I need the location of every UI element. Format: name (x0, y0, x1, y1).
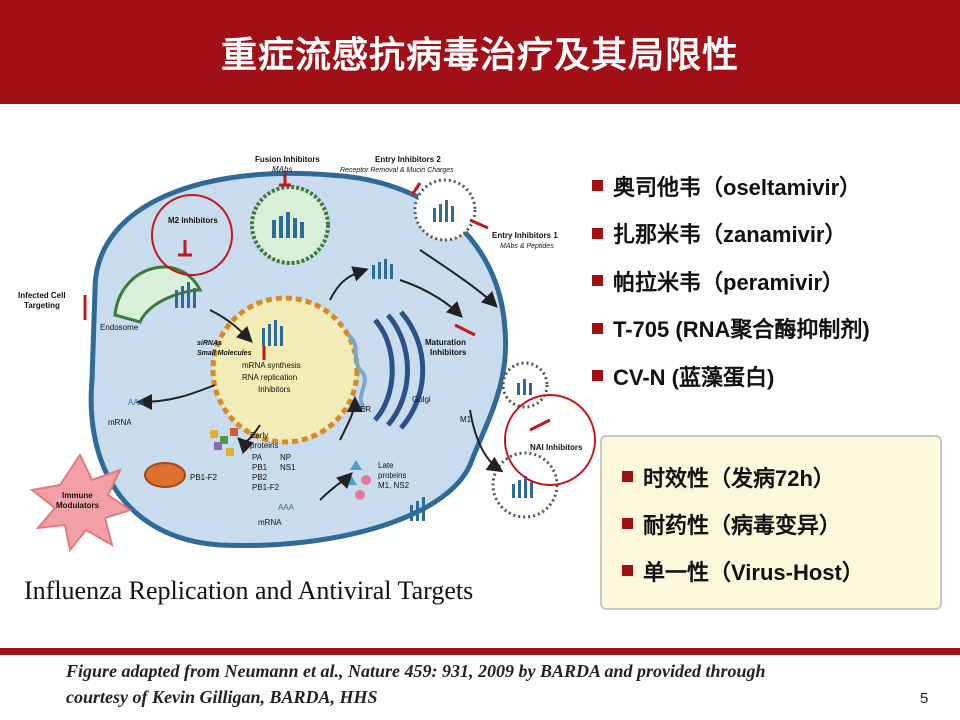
label-aaa-top: AAA (128, 398, 145, 407)
label-early-np: NP (280, 453, 291, 462)
drug-item: 奥司他韦（oseltamivir） (592, 162, 960, 210)
label-rna-inhibitors: Inhibitors (258, 385, 290, 394)
mitochondrion (144, 462, 186, 488)
square-bullet-icon (622, 518, 633, 529)
label-entry-1: Entry Inhibitors 1 (492, 231, 558, 240)
square-bullet-icon (622, 471, 633, 482)
label-early-pb1f2: PB1-F2 (252, 483, 280, 492)
influenza-replication-diagram: Fusion Inhibitors MAbs Entry Inhibitors … (18, 155, 596, 553)
title-bar: 重症流感抗病毒治疗及其局限性 (0, 0, 960, 104)
figure-citation: Figure adapted from Neumann et al., Natu… (66, 658, 926, 710)
label-infected-cell-2: Targeting (24, 301, 60, 310)
label-mrna-bottom: mRNA (258, 518, 282, 527)
label-mrna-left: mRNA (108, 418, 132, 427)
influenza-figure: Fusion Inhibitors MAbs Entry Inhibitors … (0, 140, 600, 620)
slide-title: 重症流感抗病毒治疗及其局限性 (220, 35, 739, 76)
inhibitor-marks (83, 173, 551, 432)
square-bullet-icon (622, 565, 633, 576)
label-early-pb1: PB1 (252, 463, 268, 472)
label-late-1: Late (378, 461, 394, 470)
label-infected-cell-1: Infected Cell (18, 291, 66, 300)
label-sirnas: siRNAs (197, 340, 222, 347)
label-er: ER (360, 405, 371, 414)
limitation-label: 单一性（Virus-Host） (643, 559, 864, 585)
footer-divider (0, 648, 960, 655)
label-entry-2: Entry Inhibitors 2 (375, 155, 441, 164)
m2-inhibitor-ring (151, 194, 233, 276)
limitation-label: 耐药性（病毒变异） (643, 512, 842, 538)
label-maturation-2: Inhibitors (430, 348, 467, 357)
label-early-2: proteins (250, 441, 278, 450)
citation-line-2: courtesy of Kevin Gilligan, BARDA, HHS (66, 687, 378, 707)
rna-segments (175, 259, 425, 521)
figure-caption: Influenza Replication and Antiviral Targ… (24, 576, 474, 605)
label-small-molecules: Small Molecules (197, 350, 252, 357)
virion-top (250, 185, 330, 265)
limitation-item: 耐药性（病毒变异） (622, 500, 940, 547)
drug-item: CV-N (蓝藻蛋白) (592, 352, 960, 400)
label-maturation-1: Maturation (425, 338, 466, 347)
early-proteins-cluster (210, 428, 238, 456)
drug-list: 奥司他韦（oseltamivir） 扎那米韦（zanamivir） 帕拉米韦（p… (592, 162, 960, 400)
citation-line-1: Figure adapted from Neumann et al., Natu… (66, 661, 766, 681)
label-immune-2: Modulators (56, 501, 100, 510)
label-m1: M1 (460, 415, 472, 424)
pathway-arrows (136, 249, 504, 501)
virion-entry (413, 178, 477, 242)
label-nai-inhibitors: NAI Inhibitors (530, 443, 583, 452)
label-fusion-inhibitors: Fusion Inhibitors (255, 155, 320, 164)
nai-inhibitor-ring (504, 394, 596, 486)
drug-label: 帕拉米韦（peramivir） (613, 269, 845, 295)
immune-modulator-star (29, 452, 133, 553)
label-early-ns1: NS1 (280, 463, 296, 472)
endosome (113, 265, 203, 324)
label-golgi: Golgi (412, 395, 431, 404)
limitation-label: 时效性（发病72h） (643, 465, 835, 491)
label-early-pb2: PB2 (252, 473, 268, 482)
limitation-item: 时效性（发病72h） (622, 453, 940, 500)
virion-budding (501, 361, 549, 409)
limitation-item: 单一性（Virus-Host） (622, 547, 940, 594)
square-bullet-icon (592, 275, 603, 287)
drug-item: T-705 (RNA聚合酶抑制剂) (592, 305, 960, 353)
label-entry-1-sub: MAbs & Peptides (500, 243, 554, 250)
label-early-1: Early (250, 431, 268, 440)
golgi (373, 310, 426, 430)
page-number: 5 (920, 690, 929, 707)
label-endosome: Endosome (100, 323, 139, 332)
drug-label: 奥司他韦（oseltamivir） (613, 174, 862, 200)
label-entry-2-sub: Receptor Removal & Mucin Charges (340, 167, 454, 174)
label-fusion-mabs: MAbs (272, 165, 292, 174)
label-mrna-synthesis: mRNA synthesis (242, 361, 301, 370)
drug-item: 扎那米韦（zanamivir） (592, 210, 960, 258)
label-late-3: M1, NS2 (378, 481, 410, 490)
label-late-2: proteins (378, 471, 406, 480)
drug-item: 帕拉米韦（peramivir） (592, 257, 960, 305)
label-pb1f2-mito: PB1-F2 (190, 473, 218, 482)
label-aaa-bottom: AAA (278, 503, 295, 512)
square-bullet-icon (592, 370, 603, 382)
nucleus (210, 295, 360, 445)
square-bullet-icon (592, 322, 603, 334)
drug-label: T-705 (RNA聚合酶抑制剂) (613, 317, 870, 343)
label-early-pa: PA (252, 453, 263, 462)
label-m2-inhibitors: M2 Inhibitors (168, 216, 218, 225)
drug-label: CV-N (蓝藻蛋白) (613, 364, 775, 390)
label-rna-replication: RNA replication (242, 373, 297, 382)
label-immune-1: Immune (62, 491, 93, 500)
limitations-box: 时效性（发病72h） 耐药性（病毒变异） 单一性（Virus-Host） (600, 435, 942, 610)
square-bullet-icon (592, 180, 603, 192)
drug-label: 扎那米韦（zanamivir） (613, 222, 847, 248)
square-bullet-icon (592, 227, 603, 239)
